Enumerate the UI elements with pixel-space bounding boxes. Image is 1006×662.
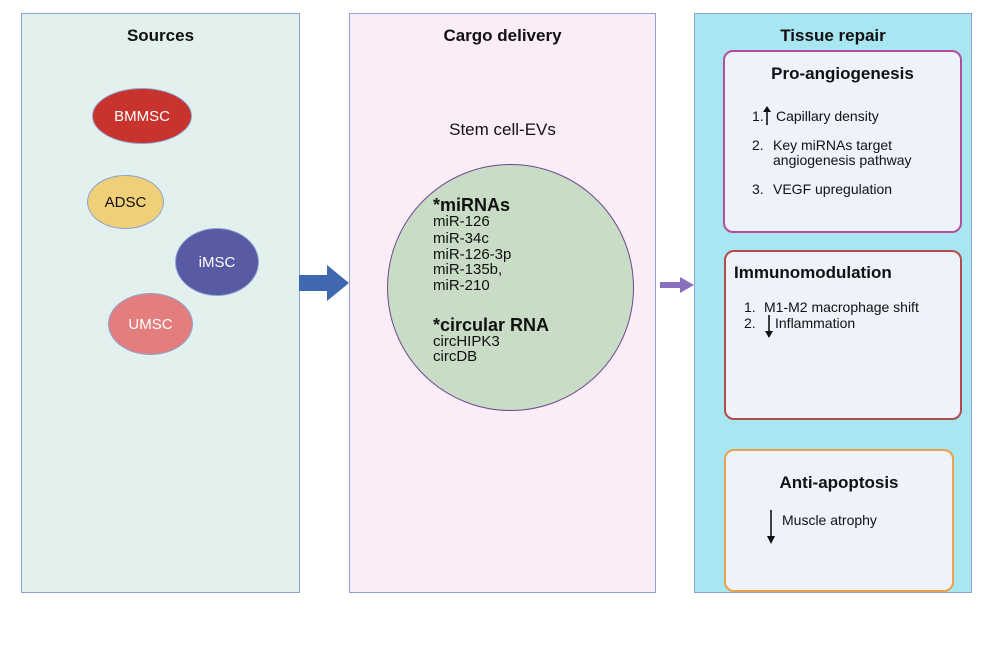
cell-imsc: iMSC <box>175 228 259 296</box>
anti-apoptosis-title: Anti-apoptosis <box>779 473 899 492</box>
cell-umsc: UMSC <box>108 293 193 355</box>
angio-item-text: Capillary density <box>776 108 879 124</box>
cargo-title: Cargo delivery <box>443 26 562 45</box>
immuno-item-num: 1. <box>744 299 756 315</box>
pro-angiogenesis-box: Pro-angiogenesis <box>723 50 962 233</box>
mirna-heading: *miRNAs <box>433 195 511 215</box>
circrna-item: circHIPK3 <box>433 333 500 350</box>
mirna-item: miR-210 <box>433 277 490 294</box>
tissue-title: Tissue repair <box>780 26 886 45</box>
up-arrow-icon <box>763 106 771 125</box>
mirna-item: miR-126-3p <box>433 246 512 263</box>
apoptosis-item-text: Muscle atrophy <box>782 512 877 528</box>
angio-item-num: 2. <box>752 137 764 153</box>
circrna-heading: *circular RNA <box>433 315 550 335</box>
circrna-item: circDB <box>433 348 478 365</box>
sources-title: Sources <box>126 26 195 45</box>
pro-angiogenesis-title: Pro-angiogenesis <box>771 64 914 83</box>
cell-label: ADSC <box>104 193 147 211</box>
anti-apoptosis-box: Anti-apoptosis <box>724 449 954 592</box>
ev-circle <box>387 164 634 411</box>
mirna-item: miR-34c <box>433 230 489 247</box>
angio-item-text: VEGF upregulation <box>773 181 893 197</box>
cell-label: UMSC <box>128 315 173 333</box>
cell-label: iMSC <box>198 253 236 271</box>
immunomodulation-title: Immunomodulation <box>734 263 892 282</box>
flow-arrow-sources-to-cargo <box>299 265 349 301</box>
immunomodulation-box: Immunomodulation <box>724 250 962 420</box>
immuno-item-text: M1-M2 macrophage shift <box>764 299 919 315</box>
down-arrow-icon <box>765 315 773 338</box>
angio-item-text-cont: angiogenesis pathway <box>773 152 912 168</box>
immuno-item-num: 2. <box>744 315 756 331</box>
angio-item-text: Key miRNAs target <box>773 137 893 153</box>
angio-item-num: 3. <box>752 181 764 197</box>
cell-adsc: ADSC <box>87 175 164 229</box>
mirna-item: miR-126 <box>433 213 490 230</box>
ev-label: Stem cell-EVs <box>449 120 556 139</box>
down-arrow-icon <box>767 510 775 544</box>
flow-arrow-cargo-to-tissue <box>660 277 694 293</box>
immuno-item-text: Inflammation <box>775 315 856 331</box>
mirna-item: miR-135b, <box>433 261 503 278</box>
angio-item-num: 1. <box>752 108 764 124</box>
cell-bmmsc: BMMSC <box>92 88 192 144</box>
cell-label: BMMSC <box>114 107 170 125</box>
